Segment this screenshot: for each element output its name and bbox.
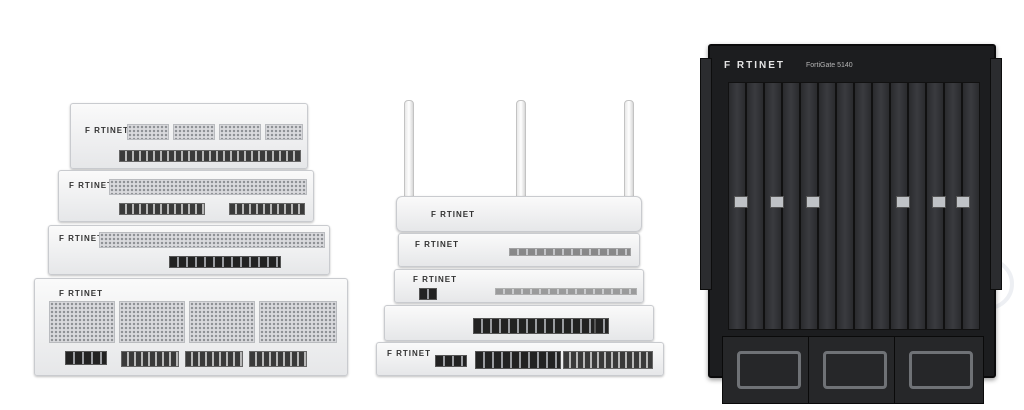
appliance-1u-top: F RTINET (70, 103, 308, 169)
ethernet-port-bank (419, 288, 437, 300)
ethernet-port-bank (595, 318, 609, 334)
blade-slot (818, 82, 836, 330)
vent-grille (219, 124, 261, 140)
brand-logo: F RTINET (69, 181, 113, 190)
ethernet-port-bank (169, 256, 281, 268)
status-led-row (509, 248, 631, 256)
handle (823, 351, 887, 389)
sfp-port-bank (249, 351, 307, 367)
vent-grille (49, 301, 115, 343)
rack-ear-right (990, 58, 1002, 290)
vent-grille (99, 232, 325, 248)
status-led-row (495, 288, 637, 295)
blade-port (734, 196, 748, 208)
blade-port (896, 196, 910, 208)
power-supply-bay (894, 336, 984, 404)
handle (737, 351, 801, 389)
chassis-brand-logo: F RTINET (724, 60, 785, 71)
handle (909, 351, 973, 389)
power-supply-bay (722, 336, 812, 404)
appliance-1u-lower: F RTINET (48, 225, 330, 275)
chassis-system: F RTINET FortiGate 5140 (708, 44, 996, 404)
blade-slot (782, 82, 800, 330)
blade-port (956, 196, 970, 208)
brand-logo: F RTINET (415, 240, 459, 249)
sfp-port-bank (121, 351, 179, 367)
power-supply-bay (808, 336, 898, 404)
wifi-desktop-appliance: F RTINET (396, 196, 642, 232)
blade-port (806, 196, 820, 208)
ethernet-port-bank (475, 351, 561, 369)
sfp-port-bank (119, 203, 205, 215)
ethernet-port-bank (435, 355, 467, 367)
ethernet-port-bank (473, 318, 595, 334)
vent-grille (119, 301, 185, 343)
brand-logo: F RTINET (387, 349, 431, 358)
sfp-port-bank (563, 351, 653, 369)
brand-logo: F RTINET (85, 126, 129, 135)
vent-grille (173, 124, 215, 140)
brand-logo: F RTINET (59, 289, 103, 298)
ethernet-port-bank (65, 351, 107, 365)
blade-port (770, 196, 784, 208)
sfp-port-bank (185, 351, 243, 367)
vent-grille (259, 301, 337, 343)
blade-slot (836, 82, 854, 330)
sfp-port-bank (119, 150, 301, 162)
rack-ear-left (700, 58, 712, 290)
blade-slot (854, 82, 872, 330)
vent-grille (127, 124, 169, 140)
appliance-2u-bottom: F RTINET (34, 278, 348, 376)
sfp-port-bank (229, 203, 305, 215)
vent-grille (189, 301, 255, 343)
vent-grille (109, 179, 307, 195)
chassis-model-label: FortiGate 5140 (806, 62, 853, 69)
brand-logo: F RTINET (431, 210, 475, 219)
blade-slot (908, 82, 926, 330)
rack-appliance-2: F RTINET (376, 342, 664, 376)
vent-grille (265, 124, 303, 140)
blade-port (932, 196, 946, 208)
desktop-appliance-2: F RTINET (394, 269, 644, 303)
blade-slot (872, 82, 890, 330)
brand-logo: F RTINET (59, 234, 103, 243)
brand-logo: F RTINET (413, 275, 457, 284)
appliance-1u-middle: F RTINET (58, 170, 314, 222)
desktop-appliance-1: F RTINET (398, 233, 640, 267)
rack-appliance-1 (384, 305, 654, 341)
blade-slot (746, 82, 764, 330)
